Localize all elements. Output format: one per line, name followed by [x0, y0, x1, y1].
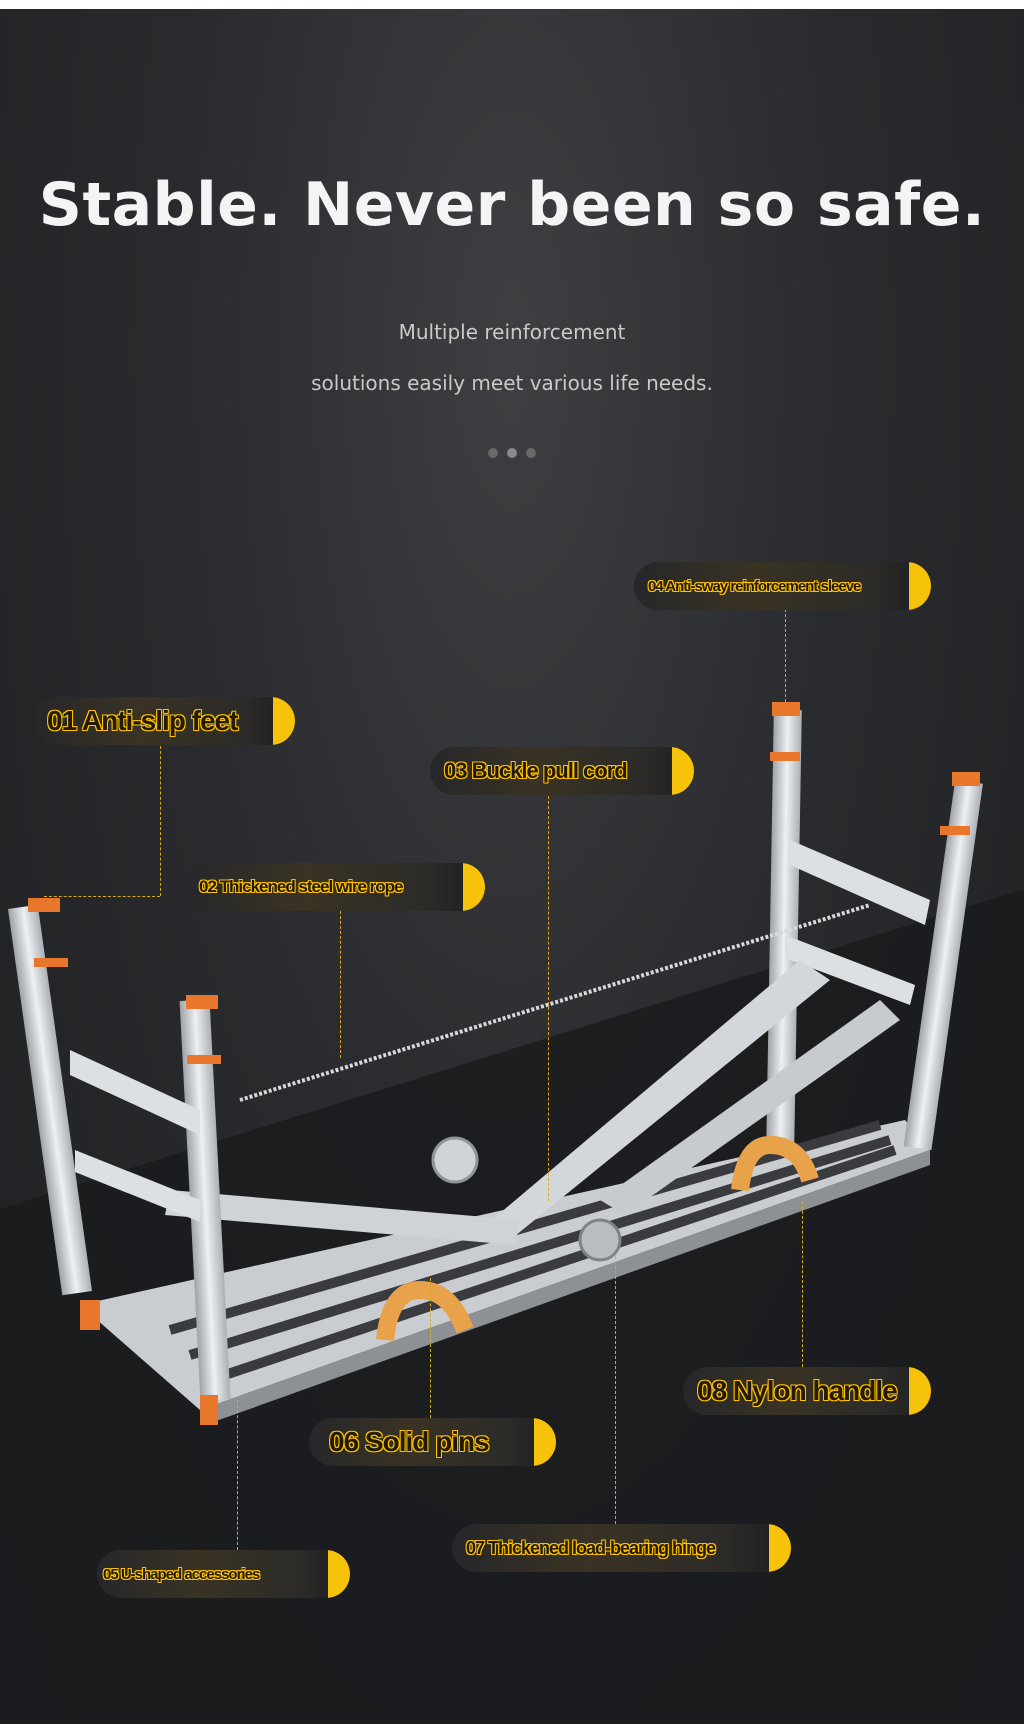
callout-label: 02 Thickened steel wire rope	[199, 877, 403, 896]
callout-06: 06 Solid pins	[309, 1418, 556, 1466]
callout-line-05	[237, 1400, 238, 1550]
callout-line-01	[160, 746, 161, 896]
callout-line-01-horizontal	[44, 896, 160, 897]
callout-01: 01 Anti-slip feet	[33, 697, 295, 745]
callout-03: 03 Buckle pull cord	[430, 747, 694, 795]
callout-02: 02 Thickened steel wire rope	[185, 863, 485, 911]
subtitle-line-1: Multiple reinforcement	[398, 320, 626, 344]
callout-label: 01 Anti-slip feet	[47, 705, 238, 736]
callout-07: 07 Thickened load-bearing hinge	[452, 1524, 791, 1572]
callout-label: 06 Solid pins	[329, 1426, 490, 1457]
callout-04: 04 Anti-sway reinforcement sleeve	[634, 562, 931, 610]
subtitle-line-2: solutions easily meet various life needs…	[311, 371, 713, 395]
callout-label: 07 Thickened load-bearing hinge	[466, 1537, 716, 1558]
callout-line-03	[548, 796, 549, 1201]
callout-08: 08 Nylon handle	[683, 1367, 931, 1415]
callout-label: 04 Anti-sway reinforcement sleeve	[648, 577, 861, 595]
callout-05: 05 U-shaped accessories	[97, 1550, 350, 1598]
carousel-dots[interactable]	[488, 448, 536, 458]
callout-line-02	[340, 911, 341, 1058]
callout-label: 05 U-shaped accessories	[103, 1565, 260, 1583]
callout-line-08	[802, 1201, 803, 1367]
callout-label: 03 Buckle pull cord	[444, 758, 628, 783]
callout-line-07	[615, 1256, 616, 1524]
callout-line-06	[430, 1278, 431, 1418]
callout-line-04	[785, 609, 786, 702]
page-title: Stable. Never been so safe.	[38, 170, 986, 240]
callout-label: 08 Nylon handle	[697, 1375, 898, 1406]
